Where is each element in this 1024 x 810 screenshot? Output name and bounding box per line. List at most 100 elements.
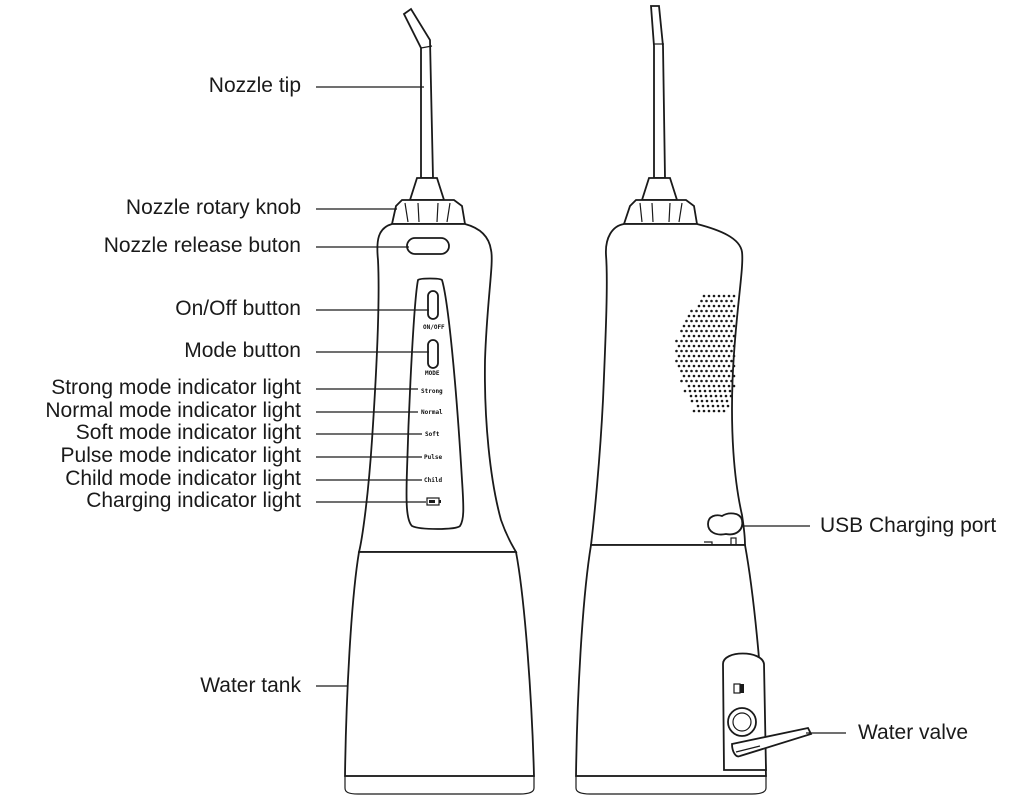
grille-dot: [712, 314, 716, 318]
grille-dot: [732, 314, 736, 318]
grille-dot: [698, 389, 702, 393]
back-view-device: [575, 5, 813, 795]
label-child-light: Child mode indicator light: [65, 467, 301, 490]
grille-dot: [700, 359, 703, 363]
grille-dot: [727, 374, 731, 378]
grille-dot: [677, 354, 681, 358]
grille-dot: [690, 399, 694, 403]
grille-dot: [732, 304, 736, 308]
grille-dot: [695, 309, 698, 313]
grille-dot: [725, 379, 728, 383]
grille-dot: [700, 399, 704, 403]
speaker-grille: [675, 294, 736, 413]
grille-dot: [709, 394, 713, 398]
grille-dot: [713, 389, 717, 393]
grille-dot: [703, 389, 707, 393]
grille-dot: [692, 344, 696, 348]
grille-dot: [720, 349, 723, 353]
grille-dot: [720, 319, 723, 323]
grille-dot: [695, 349, 698, 353]
grille-dot: [697, 314, 701, 318]
grille-dot: [712, 384, 716, 388]
device-head-back: [589, 223, 746, 546]
grille-dot: [692, 334, 696, 338]
usb-charging-port: [707, 512, 744, 536]
grille-dot: [692, 324, 696, 328]
label-nozzle-tip: Nozzle tip: [209, 74, 301, 97]
grille-dot: [710, 399, 714, 403]
grille-dot: [697, 354, 701, 358]
grille-dot: [705, 339, 708, 343]
grille-dot: [727, 344, 731, 348]
grille-dot: [680, 369, 683, 373]
grille-dot: [708, 389, 712, 393]
grille-dot: [725, 339, 728, 343]
grille-dot: [723, 389, 727, 393]
grille-dot: [695, 359, 698, 363]
grille-dot: [700, 349, 703, 353]
grille-dot: [692, 314, 696, 318]
grille-dot: [705, 329, 708, 333]
grille-dot: [722, 314, 726, 318]
grille-dot: [680, 329, 683, 333]
grille-dot: [697, 409, 701, 413]
label-water-tank: Water tank: [200, 674, 301, 697]
grille-dot: [722, 324, 726, 328]
nozzle-tip-back: [650, 5, 666, 179]
grille-dot: [707, 354, 711, 358]
grille-dot: [705, 359, 708, 363]
grille-dot: [712, 364, 716, 368]
grille-dot: [680, 349, 683, 353]
label-pulse-light: Pulse mode indicator light: [61, 444, 302, 467]
grille-dot: [697, 384, 701, 388]
grille-dot: [687, 324, 691, 328]
grille-dot: [722, 334, 726, 338]
grille-dot: [682, 354, 686, 358]
grille-dot: [690, 369, 693, 373]
nozzle-rotary-knob-front: [390, 199, 467, 225]
grille-dot: [715, 359, 718, 363]
grille-dot: [689, 394, 693, 398]
grille-dot: [732, 384, 736, 388]
grille-dot: [702, 354, 706, 358]
grille-dot: [677, 344, 681, 348]
grille-dot: [717, 374, 721, 378]
grille-dot: [688, 389, 692, 393]
grille-dot: [700, 339, 703, 343]
grille-dot: [707, 304, 711, 308]
grille-dot: [710, 379, 713, 383]
grille-dot: [727, 384, 731, 388]
grille-dot: [712, 409, 716, 413]
grille-dot: [677, 364, 681, 368]
grille-dot: [732, 324, 736, 328]
grille-dot: [702, 334, 706, 338]
grille-dot: [675, 339, 678, 343]
grille-dot: [700, 379, 703, 383]
grille-dot: [720, 399, 724, 403]
grille-dot: [696, 404, 700, 408]
grille-dot: [730, 309, 733, 313]
grille-dot: [728, 389, 732, 393]
grille-dot: [700, 369, 703, 373]
grille-dot: [722, 384, 726, 388]
grille-dot: [695, 399, 699, 403]
grille-dot: [710, 299, 713, 303]
grille-dot: [712, 334, 716, 338]
grille-dot: [682, 364, 686, 368]
grille-dot: [732, 354, 736, 358]
label-normal-light: Normal mode indicator light: [45, 399, 301, 422]
grille-dot: [732, 334, 736, 338]
grille-dot: [704, 394, 708, 398]
grille-dot: [710, 309, 713, 313]
grille-dot: [687, 344, 691, 348]
grille-dot: [706, 404, 710, 408]
grille-dot: [697, 304, 701, 308]
child-panel-text: Child: [424, 477, 442, 484]
grille-dot: [717, 344, 721, 348]
grille-dot: [690, 329, 693, 333]
label-charging-light: Charging indicator light: [86, 489, 301, 512]
grille-dot: [715, 329, 718, 333]
grille-dot: [721, 404, 725, 408]
grille-dot: [690, 379, 693, 383]
